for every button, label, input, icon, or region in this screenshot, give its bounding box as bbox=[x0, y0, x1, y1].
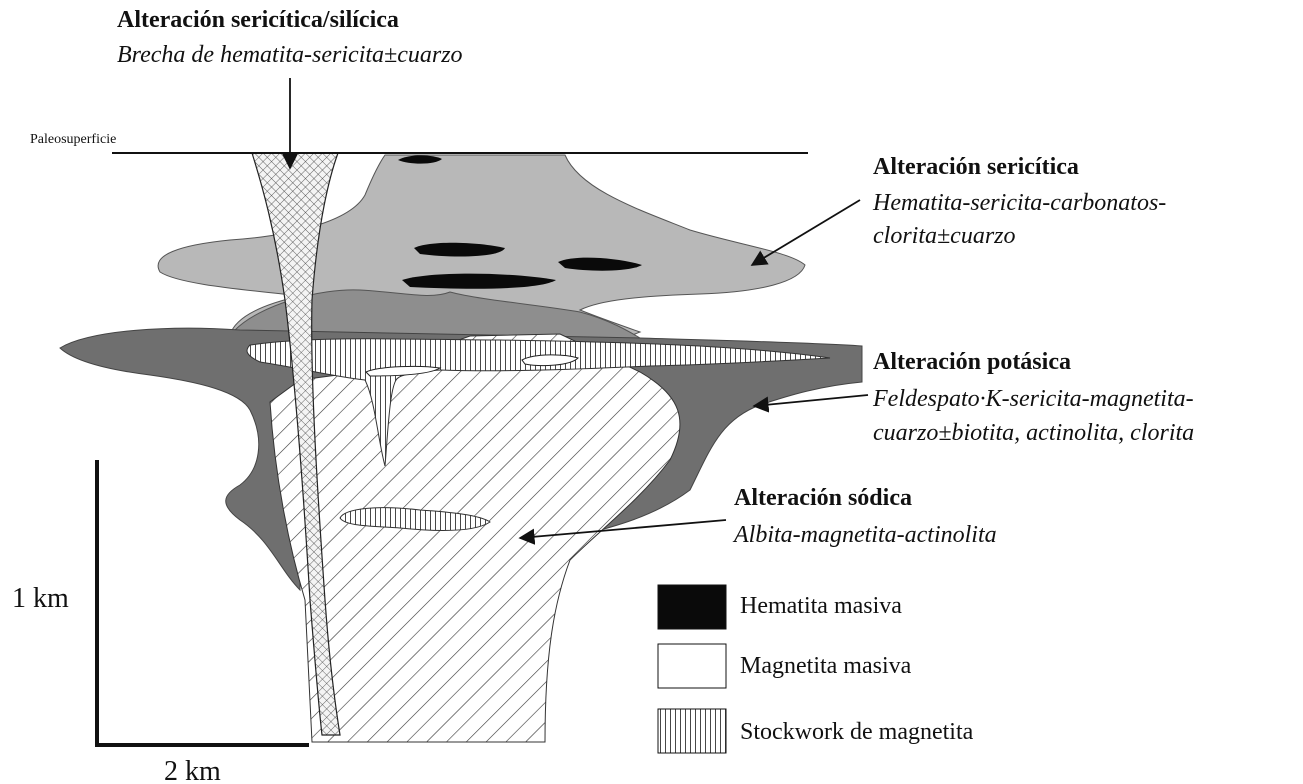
sericitic-desc-2: clorita±cuarzo bbox=[873, 223, 1016, 249]
magnetite-lens-2 bbox=[521, 354, 579, 367]
sericitic-desc-1: Hematita-sericita-carbonatos- bbox=[872, 190, 1166, 216]
legend: Hematita masiva Magnetita masiva Stockwo… bbox=[657, 584, 974, 754]
hematite-body-4 bbox=[402, 273, 556, 289]
scale-label-horizontal: 2 km bbox=[164, 756, 221, 784]
sodic-zone bbox=[269, 333, 681, 743]
sericitic-title: Alteración sericítica bbox=[873, 154, 1079, 180]
legend-swatch-magnetite bbox=[657, 643, 727, 689]
legend-label-magnetite: Magnetita masiva bbox=[740, 653, 912, 679]
hematite-body-2 bbox=[414, 242, 505, 257]
silicic-desc: Brecha de hematita-sericita±cuarzo bbox=[117, 42, 463, 68]
scale-label-vertical: 1 km bbox=[12, 583, 69, 614]
magnetite-lens-1 bbox=[365, 365, 442, 377]
legend-swatch-stockwork bbox=[657, 708, 727, 754]
breccia-pipe bbox=[251, 152, 341, 736]
hematite-body-3 bbox=[558, 257, 642, 271]
stockwork-lens bbox=[339, 507, 491, 531]
hematite-body-1 bbox=[398, 155, 442, 164]
legend-label-stockwork: Stockwork de magnetita bbox=[740, 719, 974, 745]
paleosurface-label: Paleosuperficie bbox=[30, 132, 116, 147]
sodic-arrow bbox=[518, 519, 727, 545]
sodic-desc: Albita-magnetita-actinolita bbox=[732, 522, 997, 548]
silicic-title: Alteración sericítica/silícica bbox=[117, 7, 399, 33]
potassic-desc-2: cuarzo±biotita, actinolita, clorita bbox=[873, 420, 1194, 446]
potassic-arrow bbox=[752, 394, 869, 413]
sericitic-arrow bbox=[750, 199, 861, 266]
potassic-desc-1: Feldespato·K-sericita-magnetita- bbox=[872, 386, 1194, 412]
sericitic-inner-band bbox=[234, 289, 642, 346]
legend-swatch-hematite bbox=[657, 584, 727, 630]
potassic-title: Alteración potásica bbox=[873, 349, 1071, 375]
sodic-title: Alteración sódica bbox=[734, 485, 912, 511]
legend-label-hematite: Hematita masiva bbox=[740, 593, 902, 619]
